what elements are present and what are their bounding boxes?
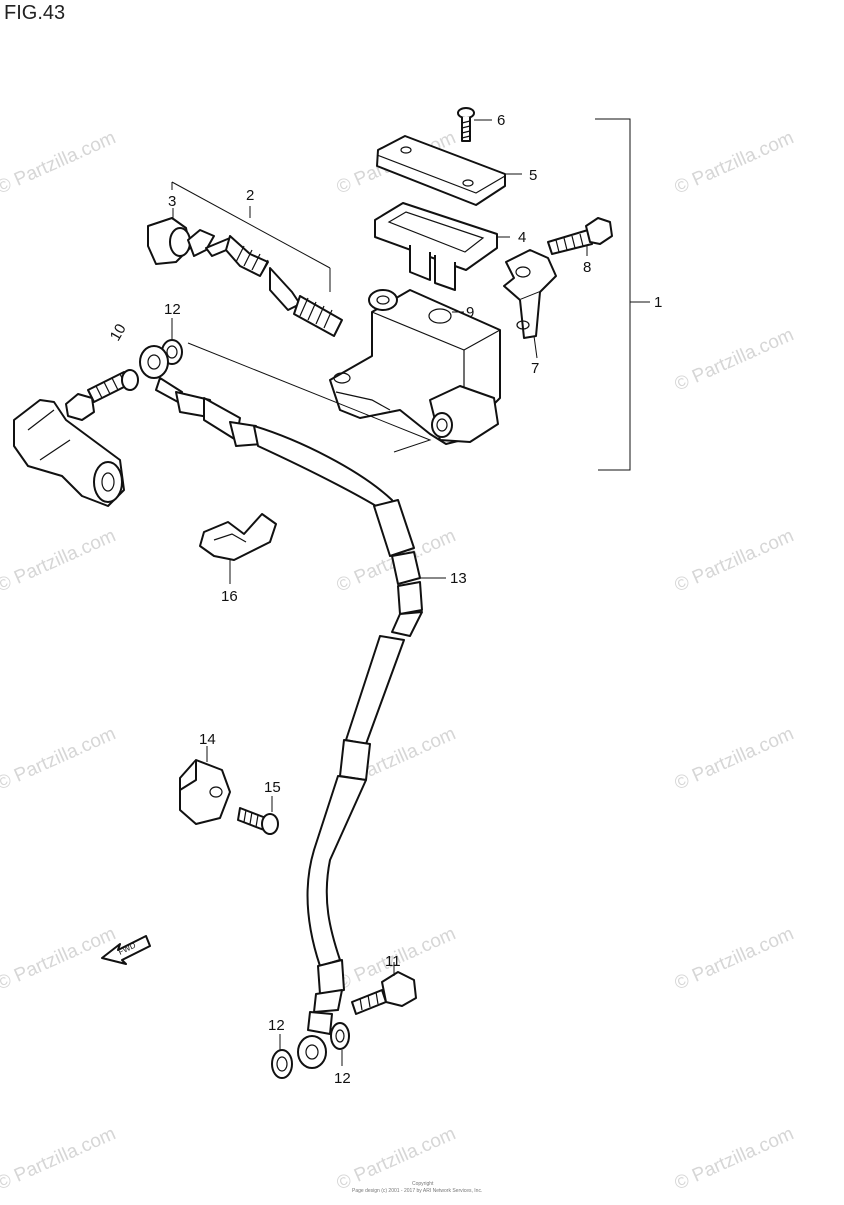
part-11-banjo-bolt[interactable] xyxy=(351,962,417,1015)
footer-credit: Page design (c) 2001 - 2017 by ARI Netwo… xyxy=(352,1188,482,1194)
part-16-hose-clip[interactable] xyxy=(199,513,277,584)
callout-12-lower-right: 12 xyxy=(334,1070,351,1087)
callout-1: 1 xyxy=(654,294,662,311)
figure-title: FIG.43 xyxy=(4,2,66,24)
part-7-clamp[interactable] xyxy=(503,249,557,359)
part-8-bolt[interactable] xyxy=(547,217,613,256)
part-3-boot[interactable] xyxy=(147,208,191,265)
assembly-bracket xyxy=(595,118,650,471)
footer: Copyright Page design (c) 2001 - 2017 by… xyxy=(352,1181,482,1194)
callout-14: 14 xyxy=(199,731,216,748)
part-13-brake-hose[interactable] xyxy=(139,345,446,1013)
watermark-layer: © Partzilla.com © Partzilla.com © Partzi… xyxy=(0,127,797,1194)
callout-9: 9 xyxy=(466,304,474,321)
watermark: © Partzilla.com xyxy=(0,525,119,596)
lower-banjo-fitting[interactable] xyxy=(297,1011,333,1069)
callout-12-upper: 12 xyxy=(164,301,181,318)
callout-16: 16 xyxy=(221,588,238,605)
callout-11: 11 xyxy=(385,953,401,970)
part-2-piston-kit[interactable] xyxy=(171,181,343,337)
watermark: © Partzilla.com xyxy=(671,1123,797,1194)
callout-12-lower-left: 12 xyxy=(268,1017,285,1034)
watermark: © Partzilla.com xyxy=(0,1123,119,1194)
part-10-banjo-bolt[interactable] xyxy=(65,369,139,421)
part-15-screw[interactable] xyxy=(237,796,279,835)
footer-copyright: Copyright xyxy=(412,1181,434,1187)
watermark: © Partzilla.com xyxy=(671,525,797,596)
master-cylinder-body[interactable] xyxy=(329,289,501,445)
part-14-hose-guide[interactable] xyxy=(179,746,231,825)
callout-15: 15 xyxy=(264,779,281,796)
assembly-guide-line xyxy=(187,342,432,453)
callout-13: 13 xyxy=(450,570,467,587)
part-5-cover[interactable] xyxy=(376,135,522,206)
callout-8: 8 xyxy=(583,259,591,276)
watermark: © Partzilla.com xyxy=(0,723,119,794)
part-6-screw[interactable] xyxy=(457,107,492,142)
callout-10: 10 xyxy=(107,321,130,344)
callout-labels: 1 2 3 4 5 6 7 8 9 10 11 12 12 12 13 14 1… xyxy=(107,112,663,1087)
part-4-diaphragm[interactable] xyxy=(374,202,510,291)
watermark: © Partzilla.com xyxy=(0,127,119,198)
watermark: © Partzilla.com xyxy=(671,324,797,395)
callout-6: 6 xyxy=(497,112,505,129)
callout-4: 4 xyxy=(518,229,526,246)
callout-5: 5 xyxy=(529,167,537,184)
watermark: © Partzilla.com xyxy=(333,1123,459,1194)
watermark: © Partzilla.com xyxy=(0,923,119,994)
callout-7: 7 xyxy=(531,360,539,377)
callout-3: 3 xyxy=(168,193,176,210)
callout-2: 2 xyxy=(246,187,254,204)
part-12-washer-lower-right[interactable] xyxy=(330,1022,350,1066)
watermark: © Partzilla.com xyxy=(671,923,797,994)
brake-light-switch[interactable] xyxy=(13,399,125,507)
watermark: © Partzilla.com xyxy=(671,723,797,794)
part-12-washer-lower-left[interactable] xyxy=(271,1034,293,1079)
watermark: © Partzilla.com xyxy=(671,127,797,198)
